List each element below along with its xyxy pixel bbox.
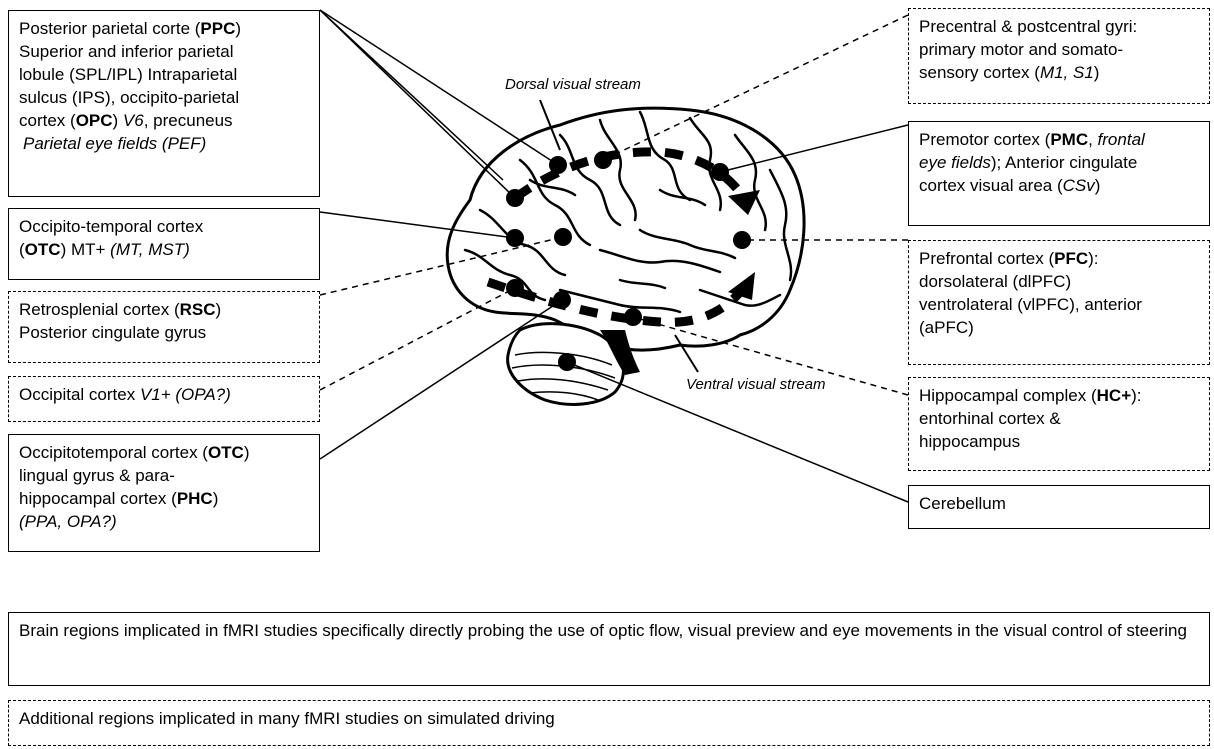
box-rsc: Retrosplenial cortex (RSC) Posterior cin… — [8, 291, 320, 363]
ventral-stream-label: Ventral visual stream — [686, 376, 826, 393]
dorsal-stream-label: Dorsal visual stream — [505, 76, 641, 93]
box-otc-phc: Occipitotemporal cortex (OTC) lingual gy… — [8, 434, 320, 552]
box-pfc: Prefrontal cortex (PFC): dorsolateral (d… — [908, 240, 1210, 365]
region-dots — [506, 151, 751, 371]
otc2-line-4: (PPA, OPA?) — [19, 512, 117, 531]
occ-line-1: Occipital cortex V1+ (OPA?) — [19, 385, 231, 404]
brain-sulci — [463, 110, 793, 314]
dot-otc — [506, 229, 524, 247]
dot-ppc — [506, 189, 524, 207]
otc2-line-3: hippocampal cortex (PHC) — [19, 489, 219, 508]
hc-line-1: Hippocampal complex (HC+): — [919, 386, 1142, 405]
ppc-line-2: Superior and inferior parietal — [19, 42, 234, 61]
ventral-arrow-head — [728, 272, 755, 300]
dot-m1s1 — [594, 151, 612, 169]
dot-occ — [506, 279, 524, 297]
box-cerebellum: Cerebellum — [908, 485, 1210, 529]
pfc-line-1: Prefrontal cortex (PFC): — [919, 249, 1099, 268]
legend-solid-text: Brain regions implicated in fMRI studies… — [19, 621, 1187, 640]
pmc-line-2: eye fields); Anterior cingulate — [919, 153, 1138, 172]
pmc-line-1: Premotor cortex (PMC, frontal — [919, 130, 1145, 149]
m1s1-line-2: primary motor and somato- — [919, 40, 1124, 59]
dot-cerebellum — [558, 353, 576, 371]
ppc-line-1: Posterior parietal corte (PPC) — [19, 19, 242, 38]
dorsal-arrow-head — [728, 190, 760, 215]
m1s1-line-3: sensory cortex (M1, S1) — [919, 63, 1100, 82]
pmc-line-3: cortex visual area (CSv) — [919, 176, 1101, 195]
ppc-line-3: lobule (SPL/IPL) Intraparietal — [19, 65, 238, 84]
hc-line-2: entorhinal cortex & — [919, 409, 1061, 428]
dorsal-label-leader — [539, 99, 561, 151]
legend-dashed: Additional regions implicated in many fM… — [8, 700, 1210, 746]
rsc-line-1: Retrosplenial cortex (RSC) — [19, 300, 222, 319]
hc-line-3: hippocampus — [919, 432, 1021, 451]
otc1-line-1: Occipito-temporal cortex — [19, 217, 204, 236]
box-occipital: Occipital cortex V1+ (OPA?) — [8, 376, 320, 422]
box-pmc: Premotor cortex (PMC, frontal eye fields… — [908, 121, 1210, 226]
box-hippocampal: Hippocampal complex (HC+): entorhinal co… — [908, 377, 1210, 471]
rsc-line-2: Posterior cingulate gyrus — [19, 323, 207, 342]
dot-hc — [624, 308, 642, 326]
brainstem — [600, 330, 640, 375]
box-otc-mt: Occipito-temporal cortex (OTC) MT+ (MT, … — [8, 208, 320, 280]
pfc-line-4: (aPFC) — [919, 318, 974, 337]
pfc-line-2: dorsolateral (dlPFC) — [919, 272, 1072, 291]
solid-connectors — [319, 9, 909, 503]
otc2-line-1: Occipitotemporal cortex (OTC) — [19, 443, 250, 462]
dot-rsc — [554, 228, 572, 246]
m1s1-line-1: Precentral & postcentral gyri: — [919, 17, 1138, 36]
otc1-line-2: (OTC) MT+ (MT, MST) — [19, 240, 190, 259]
legend-dashed-text: Additional regions implicated in many fM… — [19, 709, 555, 728]
dot-otc2 — [553, 291, 571, 309]
dot-pfc — [733, 231, 751, 249]
pfc-line-3: ventrolateral (vlPFC), anterior — [919, 295, 1142, 314]
dot-ppc-2 — [549, 156, 567, 174]
dot-pmc — [711, 163, 729, 181]
otc2-line-2: lingual gyrus & para- — [19, 466, 175, 485]
ppc-line-5: cortex (OPC) V6, precuneus — [19, 111, 233, 130]
dashed-connectors — [319, 14, 909, 396]
ventral-label-leader — [674, 334, 699, 373]
cerebellum-line-1: Cerebellum — [919, 494, 1006, 513]
ppc-line-4: sulcus (IPS), occipito-parietal — [19, 88, 240, 107]
box-m1-s1: Precentral & postcentral gyri: primary m… — [908, 8, 1210, 104]
ventral-stream-arrow — [486, 277, 746, 327]
box-ppc: Posterior parietal corte (PPC) Superior … — [8, 10, 320, 197]
legend-solid: Brain regions implicated in fMRI studies… — [8, 612, 1210, 686]
ppc-line-6: Parietal eye fields (PEF) — [23, 134, 207, 153]
